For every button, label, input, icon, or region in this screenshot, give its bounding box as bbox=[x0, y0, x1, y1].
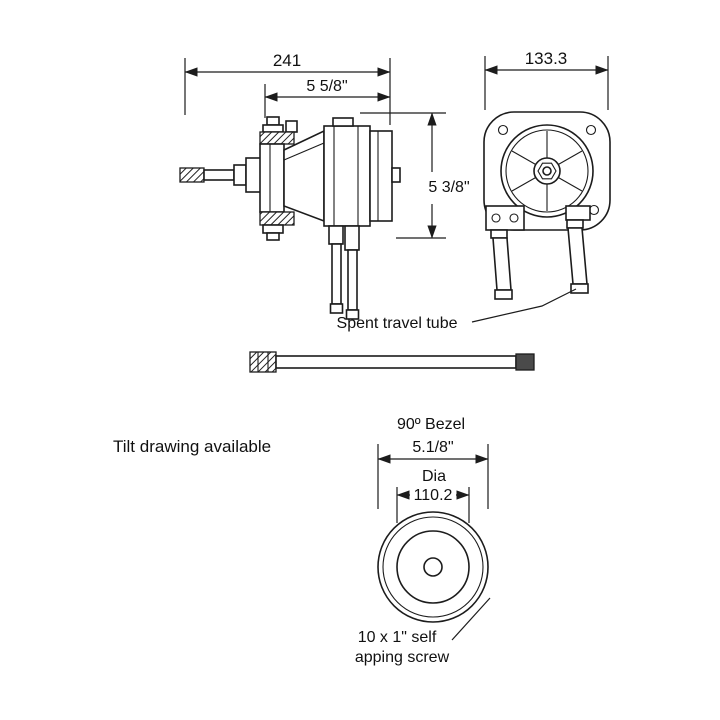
spoke bbox=[558, 150, 583, 165]
hose-fitting bbox=[344, 225, 360, 251]
tilt-drawing-note: Tilt drawing available bbox=[113, 437, 271, 456]
spent-travel-tube-label: Spent travel tube bbox=[337, 315, 458, 332]
shaft-collar bbox=[233, 164, 247, 186]
hydraulic-tube bbox=[331, 243, 342, 305]
hydraulic-tube bbox=[492, 237, 512, 291]
bottom-clamp-block bbox=[259, 211, 295, 226]
bezel-center-hole bbox=[423, 557, 443, 577]
bezel-inner-circle bbox=[396, 530, 470, 604]
bezel-diameter-in-label: 5.1/8" bbox=[412, 439, 453, 456]
bracket-hole bbox=[509, 213, 519, 223]
bottom-bolt bbox=[266, 232, 280, 241]
helm-side-view bbox=[179, 116, 401, 320]
top-bolt bbox=[266, 116, 280, 126]
bezel-ring-circle bbox=[382, 516, 484, 618]
bezel-outer-circle bbox=[377, 511, 489, 623]
tube-end-cap bbox=[494, 289, 513, 300]
top-bolt-head bbox=[285, 120, 298, 133]
tube-left-fitting bbox=[249, 351, 277, 373]
dimension-241: 241 bbox=[184, 51, 391, 125]
bezel-detail: 90º Bezel 5.1/8" Dia 110.2 10 x 1" self … bbox=[355, 416, 491, 666]
screw-note-line2: apping screw bbox=[355, 649, 450, 666]
bezel-diameter-mm-label: 110.2 bbox=[414, 487, 453, 504]
tube-end-cap bbox=[329, 303, 344, 314]
filler-plug bbox=[332, 117, 354, 127]
helm-rear-view bbox=[483, 111, 611, 300]
drum-inner-circle bbox=[505, 129, 589, 213]
dimension-5-3-8: 5 3/8" bbox=[360, 112, 470, 239]
dimension-133-3: 133.3 bbox=[484, 49, 609, 110]
leader-line bbox=[451, 597, 491, 641]
tube-end-cap bbox=[570, 283, 589, 294]
bezel-title: 90º Bezel bbox=[397, 416, 465, 433]
spent-travel-tube-callout: Spent travel tube bbox=[337, 288, 577, 332]
spoke bbox=[558, 177, 583, 192]
top-clamp-block bbox=[259, 131, 295, 145]
dimension-5-5-8-label: 5 5/8" bbox=[306, 78, 347, 95]
dimension-133-3-label: 133.3 bbox=[525, 49, 568, 68]
front-plate bbox=[369, 130, 393, 222]
threaded-shaft-end bbox=[179, 167, 205, 183]
hub-center-hole bbox=[542, 166, 552, 176]
spoke bbox=[511, 150, 536, 165]
hose-fitting bbox=[328, 225, 344, 245]
tube-fitting bbox=[566, 219, 584, 229]
mounting-plate bbox=[259, 143, 285, 213]
tube-end-cap bbox=[345, 309, 360, 320]
leader-line bbox=[471, 288, 577, 323]
bell-housing-contour bbox=[283, 142, 325, 161]
dimension-241-label: 241 bbox=[273, 51, 301, 70]
housing-screw bbox=[497, 124, 509, 136]
tube-body bbox=[275, 355, 517, 369]
input-shaft bbox=[203, 169, 235, 181]
drum-outer-circle bbox=[500, 124, 594, 218]
spoke bbox=[511, 177, 536, 192]
spent-travel-tube bbox=[567, 227, 588, 285]
bracket-hole bbox=[491, 213, 501, 223]
hydraulic-tube bbox=[347, 249, 358, 311]
steering-tube-drawing bbox=[249, 351, 535, 373]
housing-screw bbox=[585, 124, 597, 136]
tube-fitting bbox=[490, 229, 508, 239]
bezel-dia-word: Dia bbox=[422, 468, 446, 485]
output-stub bbox=[391, 167, 401, 183]
dimension-5-3-8-label: 5 3/8" bbox=[428, 179, 469, 196]
pump-body bbox=[323, 125, 371, 227]
screw-note-line1: 10 x 1" self bbox=[358, 629, 437, 646]
tube-right-cap bbox=[515, 353, 535, 371]
right-tab bbox=[565, 205, 591, 221]
bottom-bolt-washer bbox=[262, 224, 284, 234]
top-bolt-washer bbox=[262, 124, 284, 133]
hub-nut bbox=[537, 162, 557, 180]
dimension-5-5-8: 5 5/8" bbox=[264, 78, 391, 118]
